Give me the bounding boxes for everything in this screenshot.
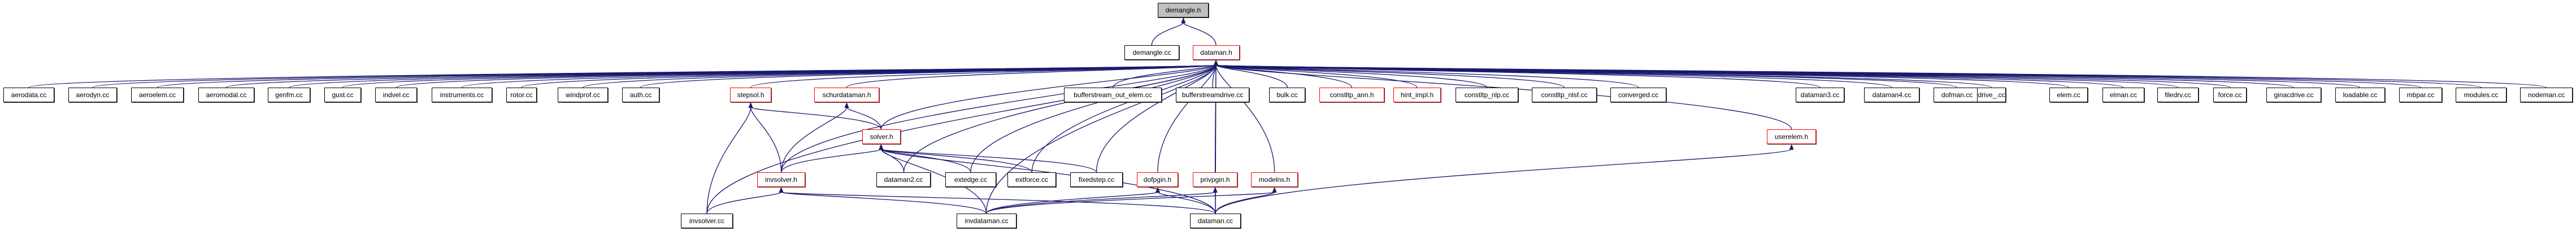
node-invsolver-cc[interactable]: invsolver.cc	[681, 214, 733, 228]
edge-dataman-cc-to-invsolver-h	[781, 192, 1215, 214]
node-windprof-cc[interactable]: windprof.cc	[558, 88, 608, 102]
node-constltp-nlsf-cc[interactable]: constltp_nlsf.cc	[1532, 88, 1597, 102]
node-bufferstreamdrive-cc[interactable]: bufferstreamdrive.cc	[1176, 88, 1249, 102]
node-elman-cc[interactable]: elman.cc	[2102, 88, 2144, 102]
node-filedrv-cc[interactable]: filedrv.cc	[2157, 88, 2199, 102]
node-instruments-cc[interactable]: instruments.cc	[432, 88, 492, 102]
arrowhead-icon	[1272, 187, 1277, 193]
arrowhead-icon	[844, 102, 849, 108]
node-schurdataman-h[interactable]: schurdataman.h	[814, 88, 879, 102]
node-fixedstep-cc[interactable]: fixedstep.cc	[1070, 172, 1123, 187]
edge-extedge-cc-to-solver-h	[881, 149, 970, 172]
arrowhead-icon	[1213, 187, 1218, 193]
node-demangle-cc[interactable]: demangle.cc	[1124, 45, 1179, 60]
edge-demangle-cc-to-demangle-h	[1152, 23, 1183, 45]
node-ginacdrive-cc[interactable]: ginacdrive.cc	[2266, 88, 2321, 102]
node-modules-cc[interactable]: modules.cc	[2456, 88, 2507, 102]
arrowhead-icon	[1214, 60, 1218, 66]
edge-invdataman-cc-to-invsolver-h	[781, 192, 987, 214]
node-loadable-cc[interactable]: loadable.cc	[2335, 88, 2385, 102]
node-dataman-cc[interactable]: dataman.cc	[1190, 214, 1241, 228]
node-genfm-cc[interactable]: genfm.cc	[268, 88, 310, 102]
arrowhead-icon	[779, 187, 784, 193]
node-aerodata-cc[interactable]: aerodata.cc	[3, 88, 54, 102]
node-aeromodal-cc[interactable]: aeromodal.cc	[198, 88, 254, 102]
node-auth-cc[interactable]: auth.cc	[622, 88, 659, 102]
edge-invsolver-h-to-schurdataman-h	[781, 107, 847, 172]
node-userelem-h[interactable]: userelem.h	[1767, 129, 1816, 144]
edge-dataman-cc-to-userelem-h	[1215, 149, 1792, 214]
node-force-cc[interactable]: force.cc	[2213, 88, 2247, 102]
node-drive--cc[interactable]: drive_.cc	[1977, 88, 2006, 102]
node-rotor-cc[interactable]: rotor.cc	[506, 88, 537, 102]
node-constltp-ann-h[interactable]: constltp_ann.h	[1319, 88, 1384, 102]
node-demangle-h: demangle.h	[1158, 3, 1209, 18]
node-dataman2-cc[interactable]: dataman2.cc	[876, 172, 931, 187]
edge-extforce-cc-to-dataman-h	[1032, 65, 1216, 172]
node-bufferstream-out-elem-cc[interactable]: bufferstream_out_elem.cc	[1064, 88, 1162, 102]
node-dofpgin-h[interactable]: dofpgin.h	[1137, 172, 1178, 187]
edge-invsolver-cc-to-invsolver-h	[707, 192, 781, 214]
node-extedge-cc[interactable]: extedge.cc	[945, 172, 996, 187]
arrowhead-icon	[1181, 18, 1185, 23]
edge-solver-h-to-schurdataman-h	[846, 107, 881, 129]
node-dofman-cc[interactable]: dofman.cc	[1934, 88, 1980, 102]
edge-extedge-cc-to-dataman-h	[971, 65, 1216, 172]
node-indvel-cc[interactable]: indvel.cc	[375, 88, 417, 102]
node-converged-cc[interactable]: converged.cc	[1610, 88, 1666, 102]
edge-modelns-h-to-dataman-h	[1216, 65, 1275, 172]
node-invdataman-cc[interactable]: invdataman.cc	[957, 214, 1017, 228]
node-dataman4-cc[interactable]: dataman4.cc	[1864, 88, 1919, 102]
node-elem-cc[interactable]: elem.cc	[2049, 88, 2088, 102]
node-dataman-h[interactable]: dataman.h	[1193, 45, 1240, 60]
node-solver-h[interactable]: solver.h	[862, 129, 901, 144]
node-stepsol-h[interactable]: stepsol.h	[730, 88, 771, 102]
edge-invsolver-h-to-stepsol-h	[751, 107, 781, 172]
node-mbpar-cc[interactable]: mbpar.cc	[2399, 88, 2442, 102]
node-privpgin-h[interactable]: privpgin.h	[1193, 172, 1237, 187]
node-gust-cc[interactable]: gust.cc	[324, 88, 361, 102]
node-aeroelem-cc[interactable]: aeroelem.cc	[131, 88, 184, 102]
edge-invsolver-cc-to-stepsol-h	[707, 107, 751, 214]
arrowhead-icon	[749, 102, 753, 108]
edge-fixedstep-cc-to-dataman-h	[1096, 65, 1216, 172]
node-aerodyn-cc[interactable]: aerodyn.cc	[68, 88, 117, 102]
arrowhead-icon	[1789, 144, 1794, 150]
edge-invsolver-h-to-solver-h	[781, 149, 881, 172]
arrowhead-icon	[879, 144, 883, 150]
edge-invdataman-cc-to-dofpgin-h	[986, 192, 1158, 214]
node-constltp-nlp-cc[interactable]: constltp_nlp.cc	[1456, 88, 1518, 102]
node-extforce-cc[interactable]: extforce.cc	[1007, 172, 1056, 187]
node-hint-impl-h[interactable]: hint_impl.h	[1393, 88, 1441, 102]
edge-solver-h-to-stepsol-h	[751, 107, 881, 129]
node-nodeman-cc[interactable]: nodeman.cc	[2520, 88, 2573, 102]
node-bulk-cc[interactable]: bulk.cc	[1269, 88, 1305, 102]
node-dataman3-cc[interactable]: dataman3.cc	[1796, 88, 1844, 102]
edge-dataman-h-to-demangle-h	[1183, 23, 1216, 45]
node-invsolver-h[interactable]: invsolver.h	[757, 172, 805, 187]
node-modelns-h[interactable]: modelns.h	[1251, 172, 1298, 187]
